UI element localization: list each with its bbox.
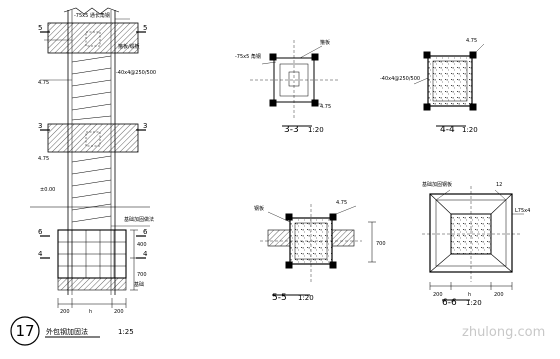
elev-note-top: -75x5 通长角钢 xyxy=(74,12,110,19)
section-5-5 xyxy=(260,204,376,296)
elev-note-hoop: 箍板/缀板 xyxy=(118,43,140,50)
cut-mark-5-left: 5 xyxy=(38,24,42,32)
section-6-6 xyxy=(422,186,524,301)
elev-level1: 4.75 xyxy=(38,80,49,86)
section-3-3 xyxy=(250,40,340,127)
cut-mark-3-right: 3 xyxy=(143,122,147,130)
section-4-4 xyxy=(413,43,485,127)
s66-dim-right: 200 xyxy=(494,292,504,298)
s44-scale: 1:20 xyxy=(462,126,478,134)
s66-note3: L75x4 xyxy=(515,208,530,214)
cut-mark-4-right: 4 xyxy=(143,250,148,258)
detail-number-circle xyxy=(10,316,40,346)
s55-note2: 4.75 xyxy=(336,200,347,206)
elev-dim-v-2: 700 xyxy=(137,272,147,278)
elev-dim-v-1: 400 xyxy=(137,242,147,248)
s66-note2: 12 xyxy=(496,182,502,188)
s44-label: 4-4 xyxy=(440,125,455,135)
detail-number: 17 xyxy=(15,322,34,340)
elev-note-base: 基础加固做法 xyxy=(124,216,154,223)
top-slab xyxy=(47,22,139,54)
cut-mark-5-right: 5 xyxy=(143,24,147,32)
elev-level-mid: 4.75 xyxy=(38,156,49,162)
cut-mark-6-right: 6 xyxy=(143,228,148,236)
elev-zero: ±0.00 xyxy=(40,187,55,193)
s55-label: 5-5 xyxy=(272,293,287,303)
drawing-title-block: 17 外包钢加固法 1:25 xyxy=(10,316,134,346)
elev-dim-h-mid: h xyxy=(89,309,92,315)
s66-dim-mid: h xyxy=(468,292,471,298)
elev-dim-h-left: 200 xyxy=(60,309,70,315)
s55-scale: 1:20 xyxy=(298,294,314,302)
column-elevation xyxy=(30,7,150,308)
s66-dim-left: 200 xyxy=(433,292,443,298)
elev-note-angle: -40x4@250/500 xyxy=(116,70,156,76)
s66-note1: 基础加固钢板 xyxy=(422,181,452,188)
s44-note2: -40x4@250/500 xyxy=(380,76,420,82)
drawing-title: 外包钢加固法 xyxy=(46,327,88,336)
cut-mark-4-left: 4 xyxy=(38,250,43,258)
s66-label: 6-6 xyxy=(442,298,457,308)
s66-scale: 1:20 xyxy=(466,299,482,307)
cut-mark-6-left: 6 xyxy=(38,228,43,236)
cut-mark-3-left: 3 xyxy=(38,122,42,130)
s55-note1: 钢板 xyxy=(254,205,264,212)
drawing-title-scale: 1:25 xyxy=(118,328,134,336)
batten-plates xyxy=(71,55,112,223)
s33-note3: 4.75 xyxy=(320,104,331,110)
mid-slab xyxy=(47,123,139,153)
s44-note1: 4.75 xyxy=(466,38,477,44)
elev-note-pile: 基础 xyxy=(134,281,144,288)
s33-note1: -75x5 角钢 xyxy=(235,53,261,60)
elev-dim-h-right: 200 xyxy=(114,309,124,315)
s55-note3: 700 xyxy=(376,241,386,247)
watermark: zhulong.com xyxy=(462,325,545,340)
s33-note2: 箍板 xyxy=(320,39,330,46)
s33-scale: 1:20 xyxy=(308,126,324,134)
s33-label: 3-3 xyxy=(284,125,299,135)
